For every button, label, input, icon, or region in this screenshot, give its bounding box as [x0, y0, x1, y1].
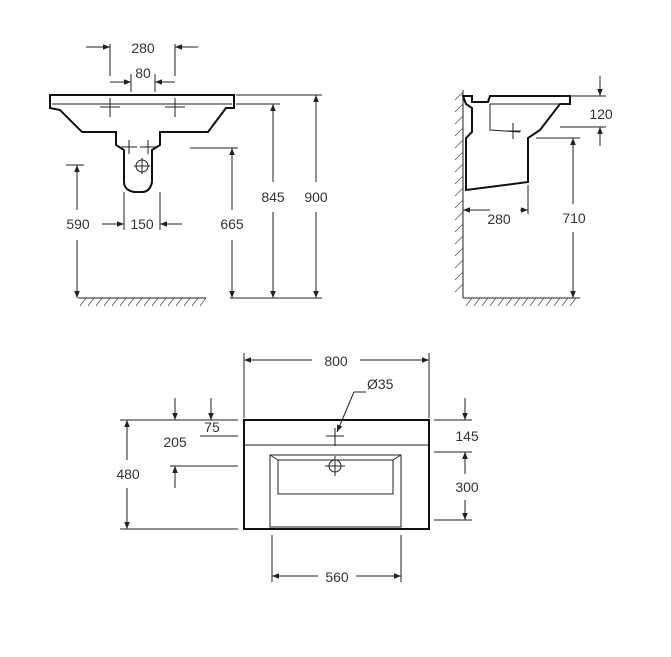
dim-tap-hole-offset: 75 — [204, 419, 220, 435]
front-view: 280 80 590 150 665 — [49, 40, 328, 307]
floor-hatch-side — [465, 297, 577, 307]
dim-tap-center: 80 — [135, 65, 151, 81]
dim-side-depth: 280 — [487, 211, 511, 227]
dim-side-depth-top: 120 — [589, 106, 613, 122]
top-view: 800 Ø35 75 205 480 145 300 — [116, 353, 479, 585]
basin-front-outline — [49, 94, 235, 193]
tap-hole-mark — [326, 428, 344, 446]
tap-mark-right — [165, 98, 185, 117]
basin-side-outline — [461, 95, 571, 192]
bowl-outline — [269, 454, 402, 528]
dim-overall-depth: 480 — [116, 466, 140, 482]
floor-hatch-front — [79, 297, 207, 307]
drain-mark — [325, 456, 345, 476]
side-tap-mark — [505, 123, 521, 139]
basin-top-outline — [243, 419, 430, 530]
siphon-marks — [121, 140, 156, 174]
dim-rim-height: 845 — [261, 189, 285, 205]
dim-siphon-to-floor: 665 — [220, 216, 244, 232]
dim-siphon-width: 150 — [130, 216, 154, 232]
dim-drain-offset: 205 — [163, 434, 187, 450]
side-view: 120 280 710 — [454, 76, 613, 307]
dim-rear-ledge: 145 — [455, 428, 479, 444]
tap-mark-left — [100, 98, 120, 117]
dim-mount-height: 710 — [562, 210, 586, 226]
wall-hatch — [454, 91, 464, 293]
dim-tap-spacing: 280 — [131, 40, 155, 56]
dim-total-height: 900 — [304, 189, 328, 205]
dim-bowl-depth: 300 — [455, 479, 479, 495]
dim-bowl-width: 560 — [325, 569, 349, 585]
dim-hole-diameter: Ø35 — [367, 376, 394, 392]
dim-width: 800 — [324, 353, 348, 369]
dim-bowl-to-floor: 590 — [66, 216, 90, 232]
